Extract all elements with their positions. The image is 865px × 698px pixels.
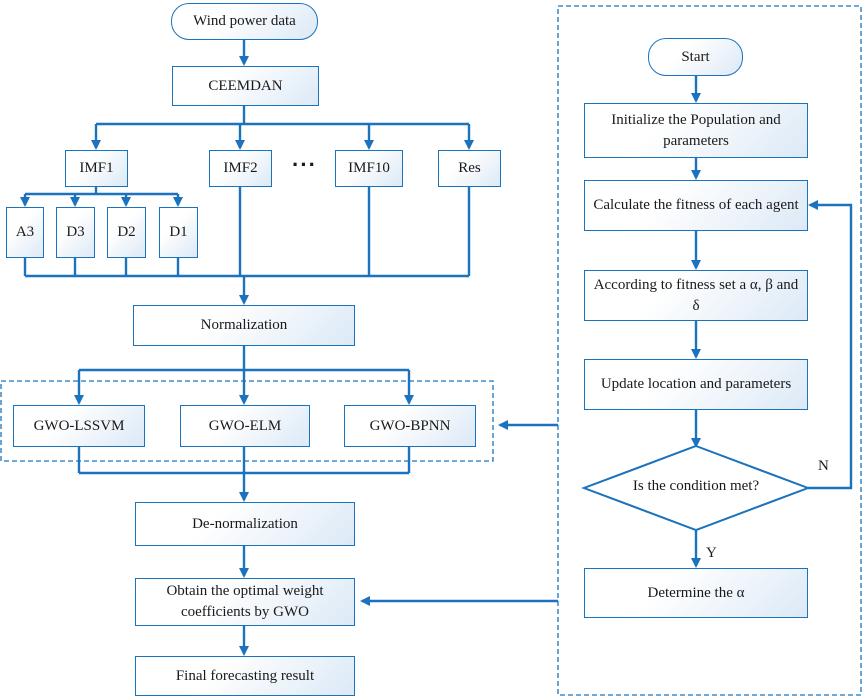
gwo-lssvm-node: GWO-LSSVM <box>13 405 145 447</box>
ellipsis-mark: ··· <box>292 152 317 177</box>
gwo-lssvm-label: GWO-LSSVM <box>33 417 125 434</box>
imf1-node: IMF1 <box>65 150 128 187</box>
models-dashed-group <box>0 380 494 462</box>
final-result-label: Final forecasting result <box>175 667 315 684</box>
ceemdan-node: CEEMDAN <box>172 66 319 106</box>
start-label: Start <box>681 48 710 65</box>
initialize-node: Initialize the Population and parameters <box>584 103 808 158</box>
gwo-bpnn-label: GWO-BPNN <box>369 417 451 434</box>
update-node: Update location and parameters <box>584 359 808 410</box>
optimal-weight-label: Obtain the optimal weight coefficients b… <box>166 583 324 620</box>
denormalization-node: De-normalization <box>135 502 355 546</box>
res-label: Res <box>458 160 481 176</box>
final-result-node: Final forecasting result <box>135 656 355 696</box>
d3-node: D3 <box>56 207 95 258</box>
imf2-node: IMF2 <box>209 150 272 187</box>
d3-label: D3 <box>66 224 85 240</box>
gwo-elm-label: GWO-ELM <box>208 417 282 434</box>
imf10-label: IMF10 <box>348 160 390 176</box>
res-node: Res <box>438 150 501 187</box>
d2-node: D2 <box>107 207 146 258</box>
d1-node: D1 <box>159 207 198 258</box>
denormalization-label: De-normalization <box>192 515 298 532</box>
no-branch-label: N <box>818 458 829 474</box>
a3-label: A3 <box>15 224 35 240</box>
imf2-label: IMF2 <box>223 160 258 176</box>
condition-diamond <box>581 444 811 532</box>
gwo-elm-node: GWO-ELM <box>180 405 310 447</box>
a3-node: A3 <box>6 207 44 258</box>
condition-label: Is the condition met? <box>632 478 760 494</box>
gwo-bpnn-node: GWO-BPNN <box>344 405 476 447</box>
d2-label: D2 <box>117 224 136 240</box>
according-label: According to fitness set a α, β and δ <box>593 276 799 314</box>
wind-power-data-node: Wind power data <box>171 3 318 40</box>
ceemdan-label: CEEMDAN <box>208 77 283 94</box>
initialize-label: Initialize the Population and parameters <box>611 111 781 149</box>
determine-node: Determine the α <box>584 568 808 618</box>
fitness-node: Calculate the fitness of each agent <box>584 180 808 231</box>
determine-label: Determine the α <box>647 584 745 601</box>
start-node: Start <box>648 38 743 76</box>
update-label: Update location and parameters <box>600 376 792 392</box>
normalization-node: Normalization <box>133 305 355 346</box>
fitness-label: Calculate the fitness of each agent <box>593 197 799 213</box>
d1-label: D1 <box>169 224 188 240</box>
imf10-node: IMF10 <box>335 150 403 187</box>
imf1-label: IMF1 <box>79 160 114 176</box>
yes-branch-label: Y <box>706 545 717 561</box>
arrow-condition-no-loop <box>808 200 853 490</box>
according-node: According to fitness set a α, β and δ <box>584 270 808 321</box>
normalization-label: Normalization <box>200 317 288 333</box>
optimal-weight-node: Obtain the optimal weight coefficients b… <box>135 578 355 626</box>
wind-power-data-label: Wind power data <box>193 13 296 29</box>
